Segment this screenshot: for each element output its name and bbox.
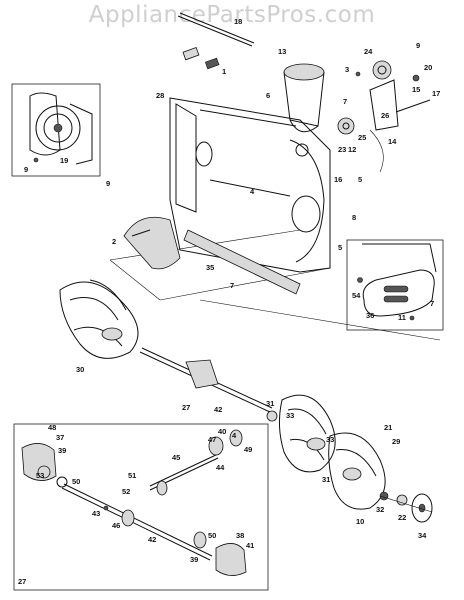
callout: 54 [352,291,361,300]
callout: 27 [182,403,190,412]
callout: 9 [24,165,28,174]
callout: 6 [266,91,270,100]
callout: 14 [388,137,397,146]
auger-left [59,279,139,359]
inset-box-bottom-left [13,423,269,591]
callout: 28 [156,91,164,100]
callout: 39 [58,446,66,455]
callout: 31 [266,399,274,408]
callout-labels: 18 1 13 24 9 3 20 6 15 17 7 26 28 25 12 … [18,17,440,586]
callout: 47 [208,435,216,444]
callout: 29 [392,437,400,446]
callout: 26 [381,111,389,120]
chute-rotation-assembly [337,60,431,173]
callout: 42 [214,405,222,414]
callout: 9 [106,179,110,188]
callout: 37 [56,433,64,442]
callout: 1 [222,67,226,76]
callout: 48 [48,423,56,432]
callout: 8 [352,213,356,222]
callout: 50 [72,477,80,486]
callout: 35 [206,263,214,272]
callout: 42 [148,535,156,544]
callout: 33 [326,435,334,444]
callout: 13 [278,47,286,56]
callout: 15 [412,85,420,94]
callout: 31 [322,475,330,484]
callout: 36 [366,311,374,320]
chute-pin [177,12,255,70]
callout: 30 [76,365,84,374]
skid-shoe [123,216,181,270]
callout: 49 [244,445,252,454]
inset-box-right [346,239,444,331]
callout: 12 [348,145,356,154]
callout: 5 [358,175,362,184]
callout: 23 [338,145,346,154]
callout: 22 [398,513,406,522]
watermark: AppliancePartsPros.com [88,2,376,28]
callout: 4 [250,187,255,196]
callout: 41 [246,541,254,550]
callout: 20 [424,63,432,72]
callout: 34 [418,531,427,540]
callout: 7 [343,97,347,106]
callout: 5 [338,243,342,252]
callout: 7 [230,281,234,290]
callout: 24 [364,47,373,56]
auger-shaft [139,347,273,413]
callout: 52 [122,487,130,496]
auger-end-parts [379,491,433,523]
auger-housing [169,97,331,273]
callout: 44 [216,463,225,472]
inset-right-drawing [357,243,437,321]
inset-top-left-drawing [29,92,93,165]
callout: 18 [234,17,242,26]
callout: 33 [286,411,294,420]
callout: 3 [345,65,349,74]
inset-box-top-left [11,83,101,177]
callout: 7 [430,299,434,308]
callout: 17 [432,89,440,98]
callout: 4 [232,431,237,440]
callout: 32 [376,505,384,514]
callout: 46 [112,521,120,530]
callout: 19 [60,156,68,165]
callout: 21 [384,423,392,432]
callout: 2 [112,237,116,246]
callout: 11 [398,313,406,322]
callout: 40 [218,427,226,436]
callout: 43 [92,509,100,518]
scraper-bar [183,229,301,295]
inset-bottom-drawing [21,429,247,576]
callout: 38 [236,531,244,540]
callout: 25 [358,133,366,142]
callout: 16 [334,175,342,184]
discharge-chute [283,63,325,133]
callout: 9 [416,41,420,50]
auger-right [266,394,386,510]
callout: 10 [356,517,364,526]
callout: 50 [208,531,216,540]
callout: 51 [128,471,136,480]
callout: 45 [172,453,180,462]
callout: 39 [190,555,198,564]
callout: 27 [18,577,26,586]
callout: 53 [36,471,44,480]
